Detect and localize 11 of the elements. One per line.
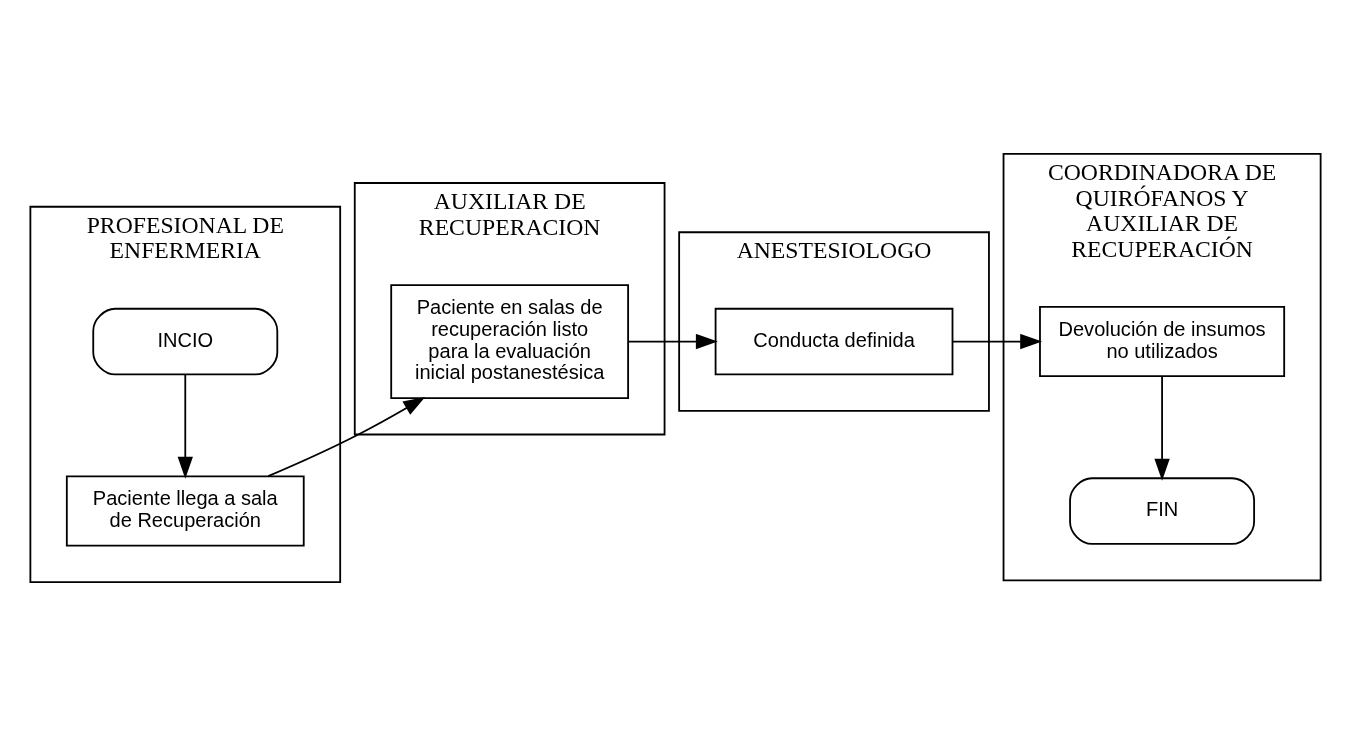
arrow (177, 373, 193, 479)
node-box: Paciente llega a sala de Recuperación (65, 475, 305, 547)
arrow (1154, 376, 1170, 481)
node-box: INCIO (92, 307, 279, 376)
arrow (951, 333, 1043, 350)
arrow (627, 333, 718, 350)
node-box: Conducta definida (714, 307, 954, 376)
node-box: FIN (1069, 477, 1255, 545)
node-box: Paciente en salas de recuperación listo para la evaluación inicial postanestésica (390, 284, 630, 399)
node-box: Devolución de insumos no utilizados (1039, 306, 1286, 378)
arrow (267, 397, 426, 478)
